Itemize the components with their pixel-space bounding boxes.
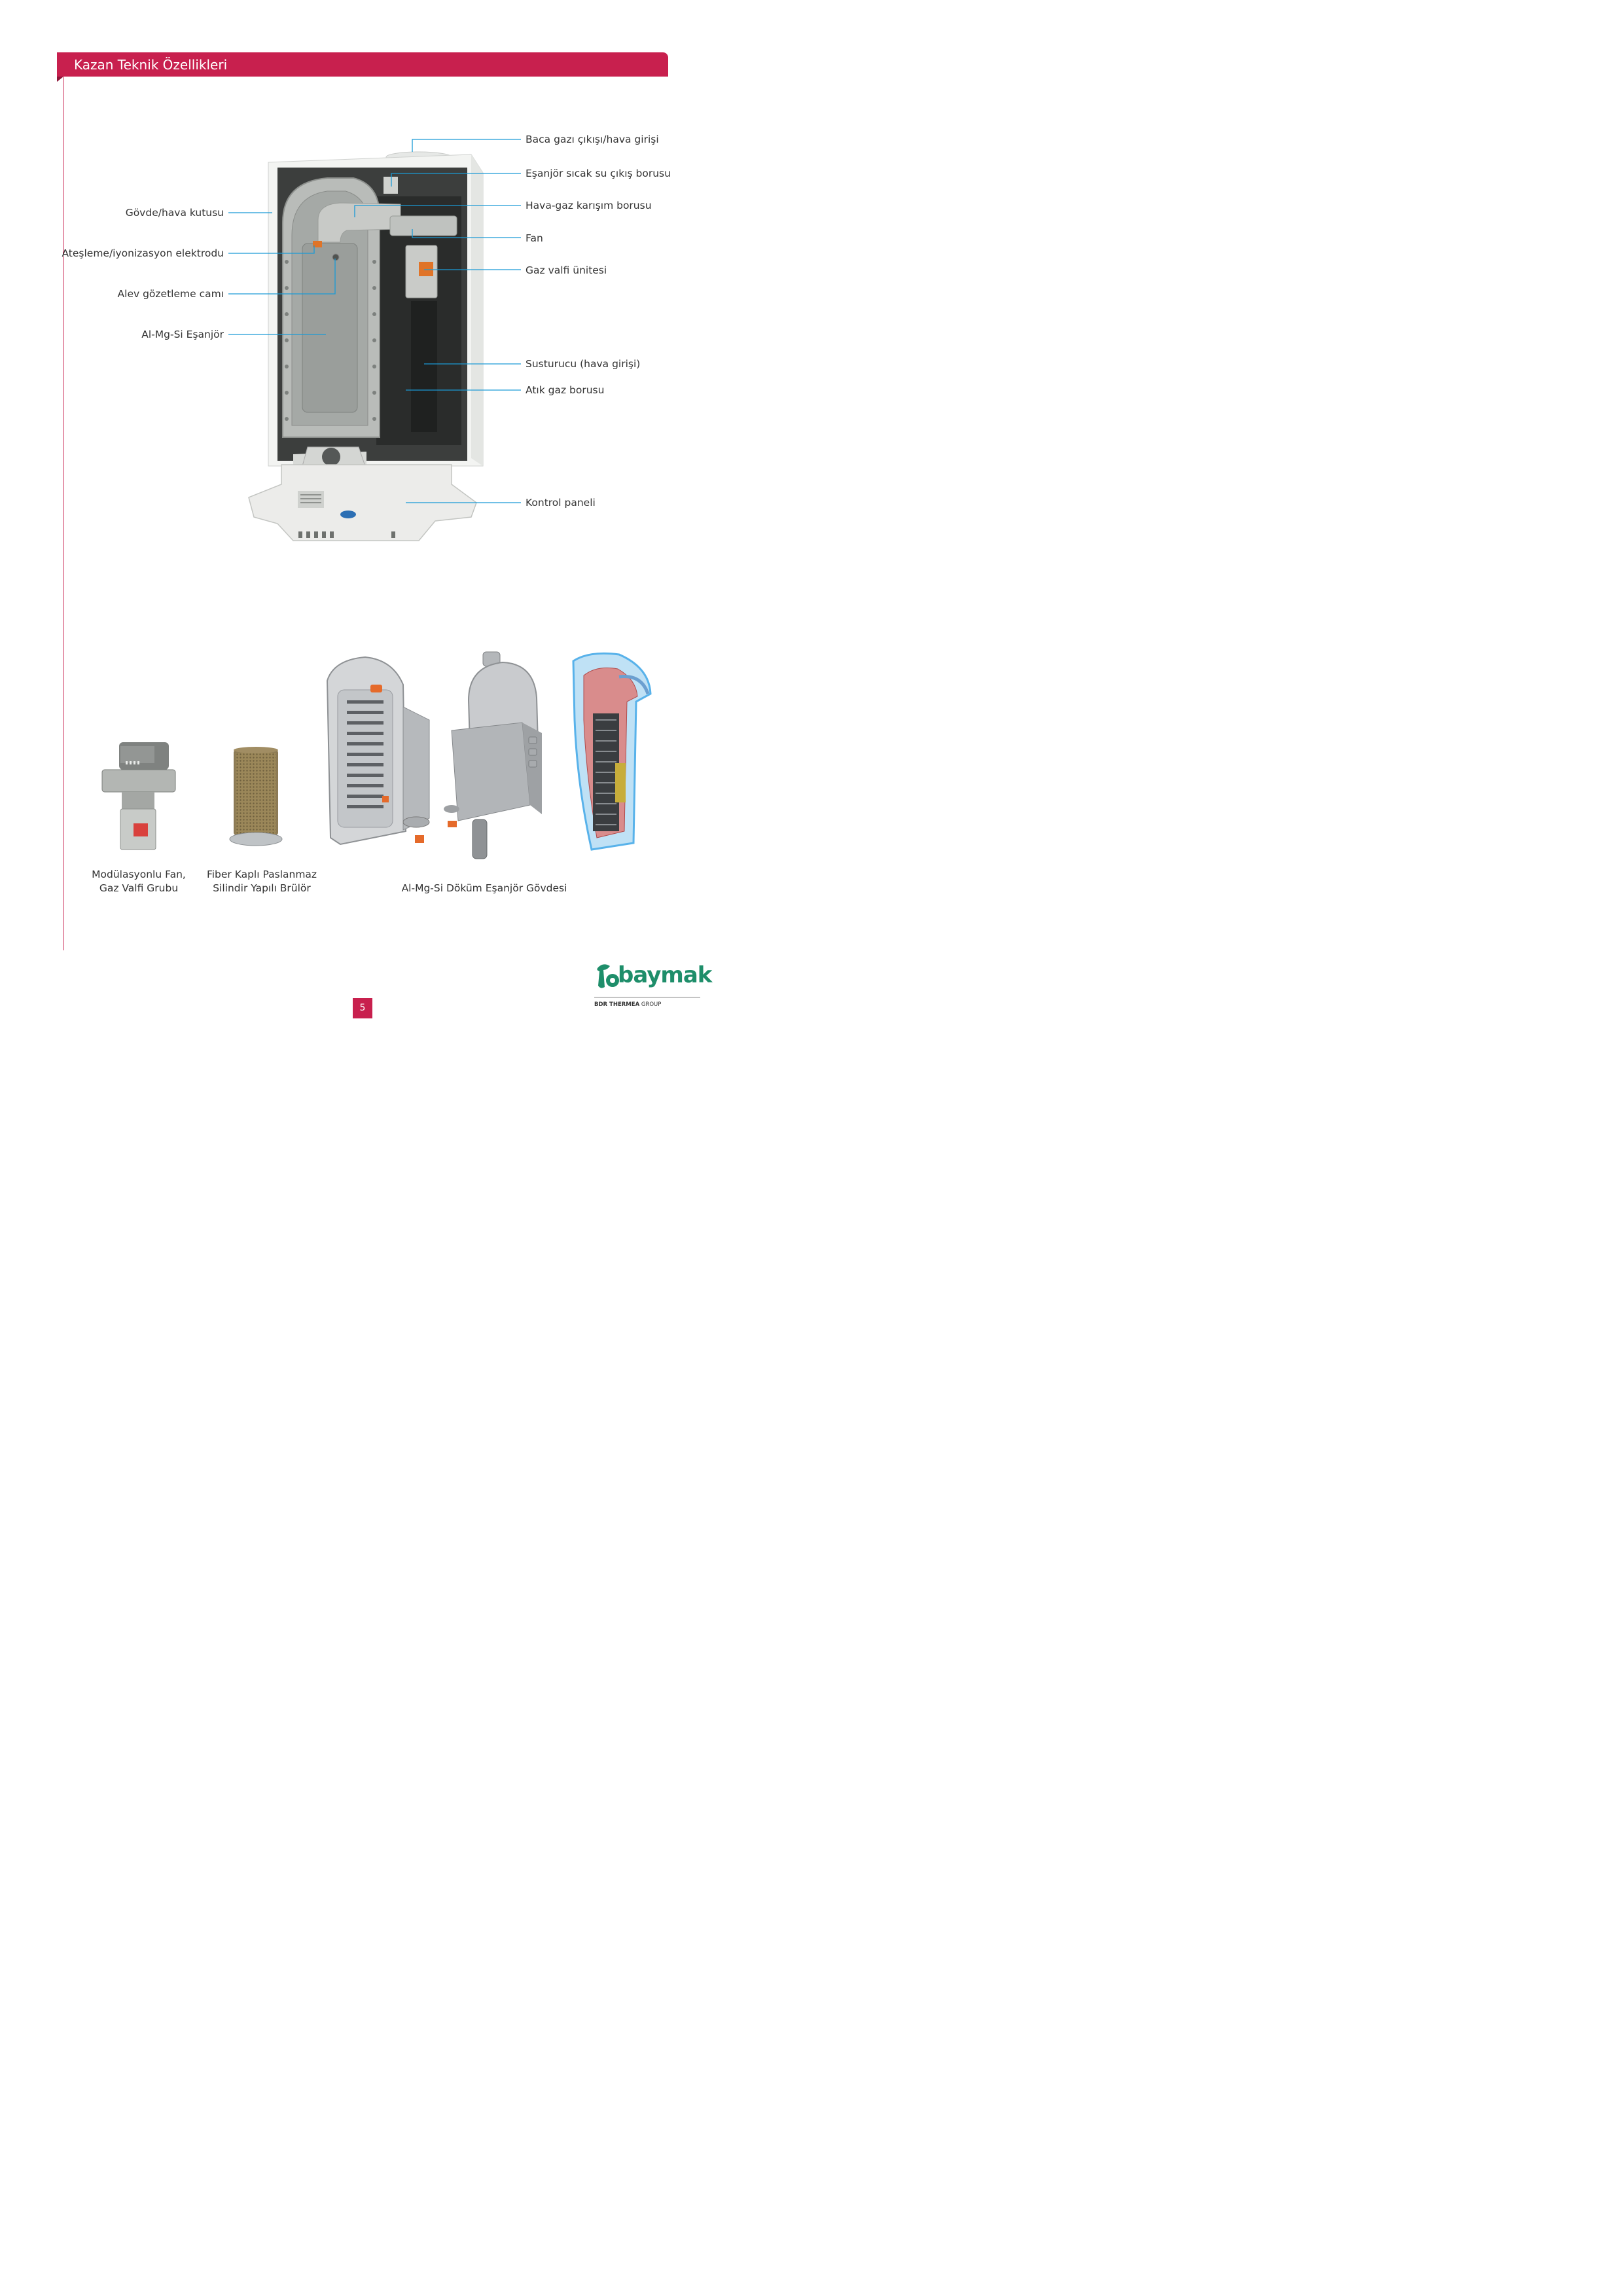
label-fan: Fan (526, 232, 543, 244)
caption-line: Silindir Yapılı Brülör (213, 882, 311, 894)
page-title: Kazan Teknik Özellikleri (74, 57, 228, 73)
label-flame-sight-glass: Alev gözetleme camı (117, 288, 224, 300)
caption-line: Al-Mg-Si Döküm Eşanjör Gövdesi (401, 882, 567, 894)
baymak-mark-icon (597, 964, 619, 988)
caption-line: Gaz Valfi Grubu (99, 882, 179, 894)
label-exhaust-pipe: Atık gaz borusu (526, 384, 605, 396)
heat-exchanger-open-render (326, 656, 430, 846)
label-ignition-electrode: Ateşleme/iyonizasyon elektrodu (62, 247, 224, 259)
label-hot-water-pipe: Eşanjör sıcak su çıkış borusu (526, 168, 671, 179)
group-name-bold: BDR THERMEA (594, 1001, 640, 1008)
label-flue-outlet: Baca gazı çıkışı/hava girişi (526, 134, 659, 145)
section-header: Kazan Teknik Özellikleri (57, 52, 668, 77)
caption-line: Fiber Kaplı Paslanmaz (206, 869, 317, 880)
page-number: 5 (353, 998, 372, 1018)
leader-lines (228, 139, 521, 503)
header-fold (57, 77, 63, 82)
baymak-logo: baymak BDR THERMEA GROUP (594, 961, 712, 1020)
caption-heat-exchanger-body: Al-Mg-Si Döküm Eşanjör Gövdesi (386, 882, 582, 895)
caption-burner: Fiber Kaplı Paslanmaz Silindir Yapılı Br… (196, 868, 327, 895)
fan-gas-valve-photo (101, 742, 176, 850)
boiler-illustration (248, 151, 484, 541)
caption-line: Modülasyonlu Fan, (92, 869, 186, 880)
group-name: BDR THERMEA GROUP (594, 1001, 661, 1008)
logo-wordmark: baymak (618, 962, 712, 988)
heat-exchanger-cutaway-render (572, 652, 652, 851)
label-heat-exchanger: Al-Mg-Si Eşanjör (141, 329, 224, 340)
label-body-air-box: Gövde/hava kutusu (125, 207, 224, 219)
group-name-rest: GROUP (639, 1001, 662, 1008)
illustrations (101, 139, 652, 859)
burner-photo (229, 747, 283, 846)
label-control-panel: Kontrol paneli (526, 497, 596, 509)
label-silencer: Susturucu (hava girişi) (526, 358, 641, 370)
label-air-gas-mix-pipe: Hava-gaz karışım borusu (526, 200, 652, 211)
label-gas-valve: Gaz valfi ünitesi (526, 264, 607, 276)
caption-fan-gas-valve: Modülasyonlu Fan, Gaz Valfi Grubu (80, 868, 198, 895)
heat-exchanger-closed-render (444, 651, 542, 859)
